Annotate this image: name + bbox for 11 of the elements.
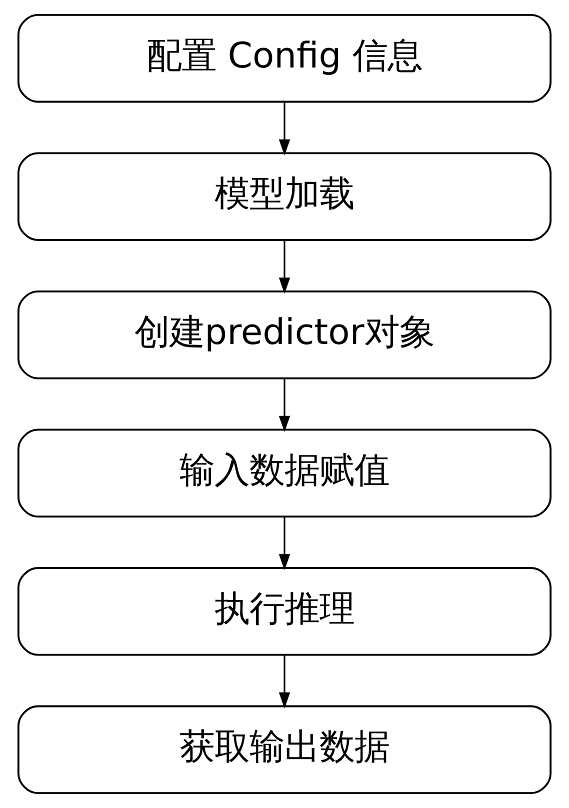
arrow — [278, 378, 290, 432]
node-box: 创建predictor对象 — [17, 290, 552, 380]
node-box: 配置 Config 信息 — [17, 14, 552, 103]
arrow — [278, 102, 290, 156]
node-box: 获取输出数据 — [17, 705, 552, 794]
arrow — [278, 516, 290, 570]
node-box: 执行推理 — [17, 567, 552, 656]
arrow — [278, 655, 290, 709]
node-box: 模型加载 — [17, 152, 552, 241]
arrow — [278, 240, 290, 294]
node-box: 输入数据赋值 — [17, 428, 552, 518]
